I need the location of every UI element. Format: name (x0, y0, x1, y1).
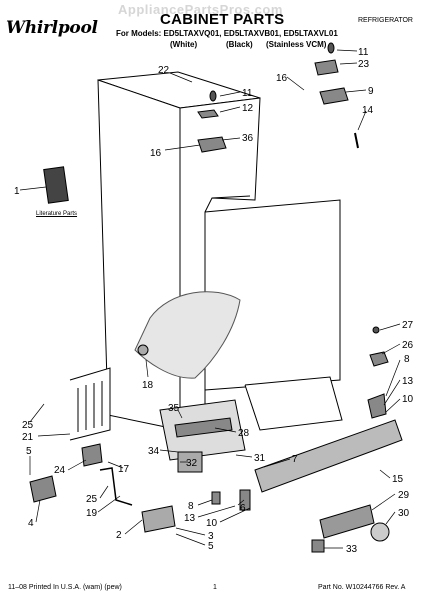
callout-23: 23 (358, 59, 370, 70)
callout-25: 25 (86, 494, 98, 505)
literature-parts-label: Literature Parts (36, 211, 78, 217)
callout-33: 33 (346, 544, 358, 555)
callout-11: 11 (242, 88, 253, 99)
watermark: AppliancePartsPros.com (118, 2, 283, 17)
callout-7: 7 (292, 454, 298, 465)
callout-12: 12 (242, 103, 254, 114)
callout-22: 22 (158, 65, 170, 76)
category-label: REFRIGERATOR (358, 17, 413, 24)
callout-2: 2 (116, 530, 122, 541)
brand-logo: Whirlpool (6, 18, 98, 38)
page-title: CABINET PARTS (160, 11, 285, 28)
callout-6: 6 (240, 503, 246, 514)
callout-4: 4 (28, 518, 34, 529)
callout-16: 16 (276, 73, 288, 84)
callout-31: 31 (254, 453, 266, 464)
callout-36: 36 (242, 133, 254, 144)
callout-19: 19 (86, 508, 98, 519)
variant-black: (Black) (226, 40, 253, 49)
callout-5: 5 (208, 541, 214, 552)
variant-white: (White) (170, 40, 198, 49)
footer-print-info: 11–08 Printed In U.S.A. (wam) (pew) (8, 584, 122, 591)
callout-34: 34 (148, 446, 160, 457)
callout-1: 1 (14, 186, 20, 197)
callout-24: 24 (54, 465, 66, 476)
models-line: For Models: ED5LTAXVQ01, ED5LTAXVB01, ED… (116, 29, 338, 38)
callout-10: 10 (402, 394, 414, 405)
callout-32: 32 (186, 458, 198, 469)
callout-35: 35 (168, 403, 180, 414)
variant-stainless: (Stainless VCM) (266, 40, 327, 49)
callout-9: 9 (368, 86, 374, 97)
callout-16: 16 (150, 148, 162, 159)
callout-3: 3 (208, 531, 214, 542)
callout-29: 29 (398, 490, 410, 501)
callout-11: 11 (358, 47, 369, 58)
callout-14: 14 (362, 105, 374, 116)
leader-lines (19, 49, 401, 549)
callout-numbers: 22 11 12 36 16 16 11 23 9 14 1 18 27 26 … (14, 47, 414, 555)
callout-27: 27 (402, 320, 414, 331)
small-parts (29, 42, 403, 553)
footer-page-number: 1 (213, 584, 217, 591)
callout-18: 18 (142, 380, 154, 391)
callout-28: 28 (238, 428, 250, 439)
cabinet-body (69, 71, 343, 441)
callout-25: 25 (22, 420, 34, 431)
callout-13: 13 (402, 376, 414, 387)
footer-part-number: Part No. W10244766 Rev. A (318, 584, 406, 591)
callout-30: 30 (398, 508, 410, 519)
callout-13: 13 (184, 513, 196, 524)
callout-21: 21 (22, 432, 34, 443)
callout-5: 5 (26, 446, 32, 457)
callout-15: 15 (392, 474, 404, 485)
callout-8: 8 (404, 354, 410, 365)
callout-17: 17 (118, 464, 130, 475)
callout-26: 26 (402, 340, 414, 351)
callout-10: 10 (206, 518, 218, 529)
callout-8: 8 (188, 501, 194, 512)
